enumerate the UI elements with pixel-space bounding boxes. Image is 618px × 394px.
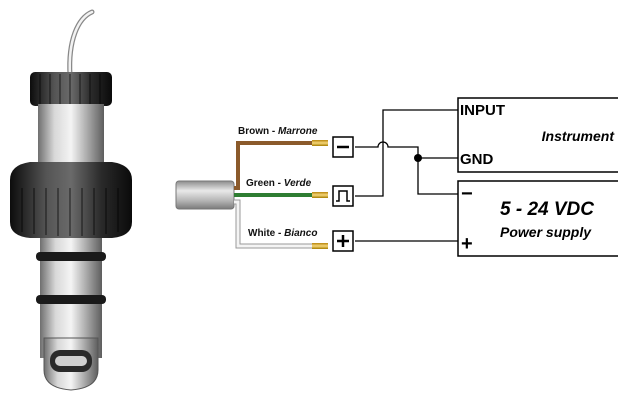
white-wire-label: White - Bianco xyxy=(248,228,317,239)
pulse-terminal-icon xyxy=(332,185,354,207)
power-supply-box: − 5 - 24 VDC Power supply + xyxy=(457,180,618,257)
gnd-label: GND xyxy=(460,151,494,168)
instrument-label: Instrument xyxy=(542,128,616,144)
gnd-junction-dot xyxy=(414,154,422,162)
brown-wire-label: Brown - Marrone xyxy=(238,126,318,137)
minus-terminal-icon xyxy=(332,136,354,158)
power-supply-plus-sign: + xyxy=(461,233,473,255)
sensor-cable xyxy=(175,180,235,210)
voltage-label: 5 - 24 VDC xyxy=(500,199,594,220)
connection-lines xyxy=(355,109,458,242)
input-label: INPUT xyxy=(460,102,505,119)
power-supply-minus-sign: − xyxy=(461,183,473,205)
white-wire xyxy=(234,199,328,249)
brown-wire xyxy=(234,140,328,190)
power-supply-label: Power supply xyxy=(500,224,592,240)
green-wire xyxy=(234,192,328,198)
plus-terminal-icon xyxy=(332,230,354,252)
flow-sensor-image xyxy=(10,9,132,391)
green-wire-label: Green - Verde xyxy=(246,178,312,189)
instrument-box: INPUT Instrument GND xyxy=(457,97,618,173)
